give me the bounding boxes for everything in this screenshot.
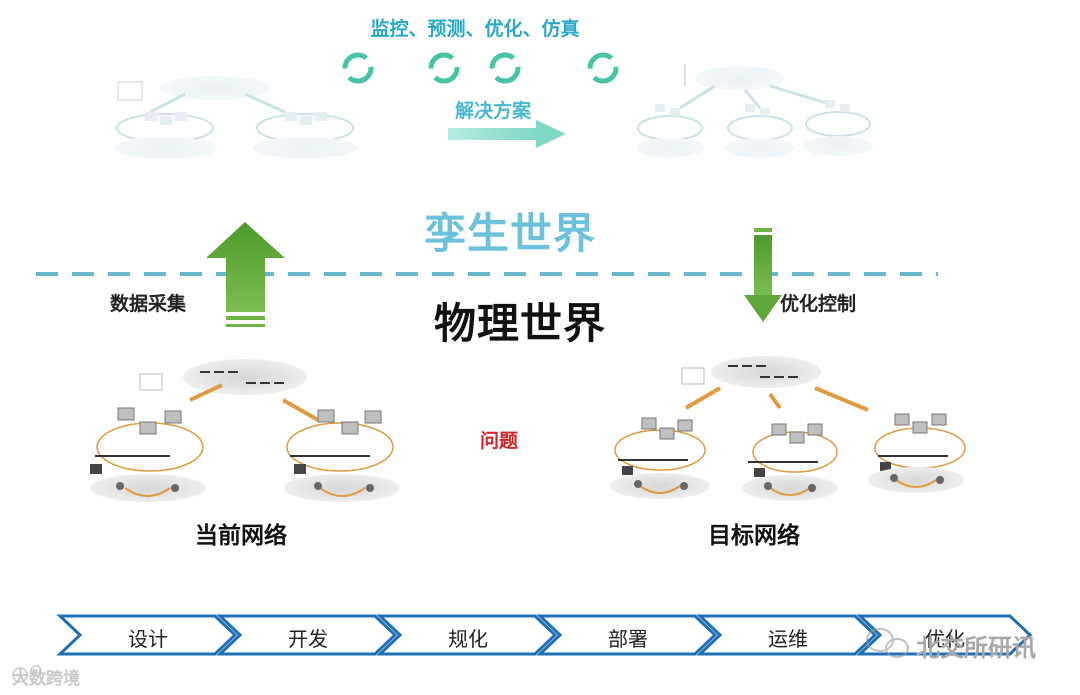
lifecycle-stage-plan-shape	[376, 614, 558, 656]
data-collection-label: 数据采集	[110, 293, 187, 315]
lifecycle-stage-label: 运维	[768, 627, 808, 651]
cycle-icon	[428, 52, 460, 84]
solution-arrow	[448, 120, 566, 148]
lifecycle-stage-operate-shape	[696, 614, 878, 656]
lifecycle-flow	[56, 614, 1033, 656]
lifecycle-stage-design-shape	[56, 614, 238, 656]
lifecycle-stage-deploy-shape	[536, 614, 718, 656]
current-network-topology	[90, 359, 400, 502]
watermark-left: 大数跨境	[12, 669, 80, 689]
lifecycle-stage-label: 优化	[925, 627, 965, 651]
lifecycle-stage-develop-shape	[216, 614, 398, 656]
lifecycle-stage-optimize-shape	[856, 614, 1033, 656]
lifecycle-stage-label: 部署	[608, 627, 648, 651]
twin-capabilities-caption: 监控、预测、优化、仿真	[370, 18, 580, 40]
weibo-logo-icon	[12, 665, 42, 683]
physical-world-title: 物理世界	[433, 299, 606, 348]
twin-world-title: 孪生世界	[423, 209, 596, 258]
lifecycle-stage-label: 设计	[128, 627, 168, 651]
lifecycle-stage-label: 规化	[448, 627, 488, 651]
problem-label: 问题	[480, 430, 519, 452]
twin-current-network	[113, 76, 357, 159]
watermark-right: 北交所研讯	[916, 634, 1036, 662]
cycle-icon	[489, 52, 521, 84]
lifecycle-stage-label: 开发	[288, 627, 328, 651]
cycle-icon	[587, 52, 619, 84]
twin-target-network	[636, 64, 872, 158]
optimization-control-label: 优化控制	[780, 293, 857, 315]
target-network-topology	[610, 356, 966, 501]
optimization-control-arrow	[744, 228, 782, 322]
wechat-logo-icon	[866, 628, 909, 658]
target-network-label: 目标网络	[708, 523, 800, 549]
current-network-label: 当前网络	[195, 523, 287, 549]
cycle-icon	[342, 52, 374, 84]
data-collection-arrow	[206, 222, 285, 327]
solution-label: 解决方案	[455, 100, 532, 122]
